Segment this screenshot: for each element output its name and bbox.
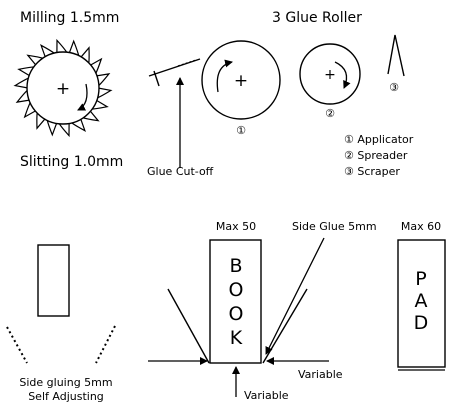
variable-bottom-label: Variable [244,389,289,402]
side-gluing-left-dotted [6,326,28,364]
legend-applicator: ① Applicator [344,133,414,146]
glue-roller-title: 3 Glue Roller [272,10,362,26]
glue-cutoff-dashes [177,59,197,67]
milling-center-mark: + [56,79,70,99]
side-gluing-book [37,244,70,317]
milling-rotation-arrow [77,83,88,111]
side-gluing-label-2: Self Adjusting [28,390,104,403]
book-block [209,239,262,364]
spreader-roller [299,43,361,105]
side-glue-label: Side Glue 5mm [292,220,377,233]
spreader-center-mark: + [324,67,336,83]
milling-label: Milling 1.5mm [20,10,119,26]
book-left-clamp [167,288,210,364]
applicator-number: ① [236,124,246,137]
book-letter: O [229,279,244,301]
pad-letters: PAD [414,268,429,334]
slitting-label: Slitting 1.0mm [20,154,123,170]
pad-block [397,239,446,368]
book-letter: O [229,303,244,325]
legend-scraper: ③ Scraper [344,165,400,178]
side-gluing-right-dotted [95,325,116,364]
scraper-number: ③ [389,81,399,94]
glue-cutoff-label: Glue Cut-off [147,165,214,178]
spreader-rotation-arrow [334,61,351,89]
variable-right-label: Variable [298,368,343,381]
side-glue-arrow [265,237,325,355]
max-50-label: Max 50 [216,220,256,233]
legend-spreader: ② Spreader [344,149,408,162]
side-gluing-label-1: Side gluing 5mm [19,376,112,389]
glue-cutoff-blade [148,58,201,77]
applicator-roller [201,40,281,120]
spreader-number: ② [325,107,335,120]
book-letter: K [230,327,243,349]
pad-letter: P [415,268,426,290]
max-60-label: Max 60 [401,220,441,233]
scraper-blade [387,34,405,77]
applicator-rotation-arrow [216,59,233,93]
book-right-clamp [262,288,308,364]
applicator-center-mark: + [234,71,248,91]
pad-letter: D [414,312,429,334]
pad-letter: A [415,290,428,312]
glue-cutoff-blade-tip [153,70,160,87]
book-letter: B [229,255,242,277]
